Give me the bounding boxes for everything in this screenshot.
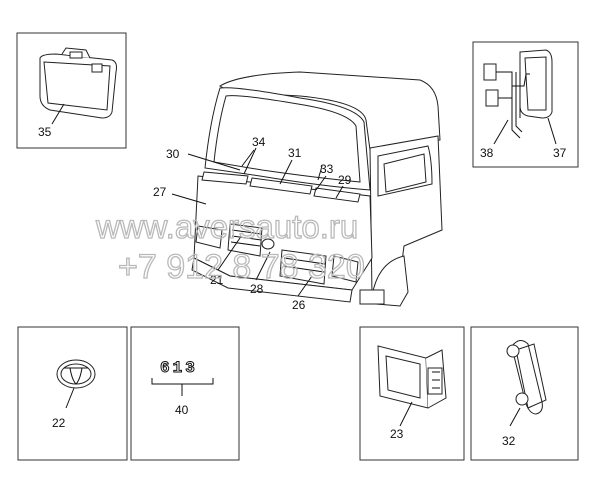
inset-exterior-mirror: 38 37 [472, 41, 579, 168]
inset-step: 23 [359, 326, 465, 461]
inset-grab-handle: 32 [470, 326, 579, 461]
callout-37: 37 [553, 146, 567, 160]
callout-33: 33 [320, 162, 334, 176]
callout-22: 22 [52, 416, 66, 430]
watermark: www.aversauto.ru +7 912 8 78 320 [94, 207, 365, 286]
callout-40: 40 [175, 403, 189, 417]
inset-badge: 613 40 [130, 326, 240, 461]
emblem-drawing [56, 359, 96, 389]
callout-38: 38 [480, 146, 494, 160]
callout-26: 26 [292, 298, 306, 312]
callout-27: 27 [153, 185, 167, 199]
main-leader-lines [171, 147, 344, 297]
callout-31: 31 [288, 146, 302, 160]
grab-handle-drawing [506, 340, 547, 415]
watermark-line1: www.aversauto.ru [95, 208, 358, 245]
badge-drawing: 613 [151, 359, 214, 396]
callout-23: 23 [390, 427, 404, 441]
watermark-line2: +7 912 8 78 320 [118, 248, 365, 286]
callout-29: 29 [338, 173, 352, 187]
callout-30: 30 [166, 147, 180, 161]
exterior-mirror-drawing [483, 49, 553, 139]
callout-28: 28 [250, 282, 264, 296]
interior-mirror-drawing [39, 47, 117, 119]
callout-35: 35 [38, 125, 52, 139]
callout-32: 32 [502, 434, 516, 448]
inset-interior-mirror: 35 [16, 32, 127, 149]
callout-21: 21 [210, 273, 224, 287]
step-drawing [377, 345, 447, 409]
callout-34: 34 [252, 135, 266, 149]
badge-code: 613 [160, 359, 198, 377]
inset-emblem: 22 [17, 326, 128, 461]
